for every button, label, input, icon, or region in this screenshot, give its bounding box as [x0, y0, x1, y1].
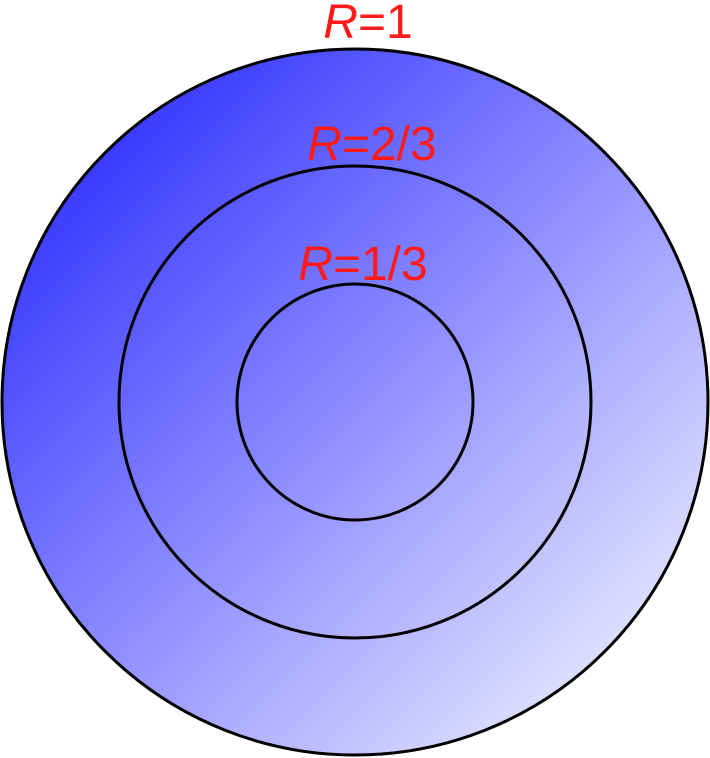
label-inner: R=1/3 — [298, 238, 427, 291]
outer-circle — [0, 47, 710, 757]
label-middle: R=2/3 — [307, 118, 436, 171]
inner-circle — [235, 282, 475, 522]
middle-circle — [117, 164, 593, 640]
label-outer: R=1 — [323, 0, 412, 49]
